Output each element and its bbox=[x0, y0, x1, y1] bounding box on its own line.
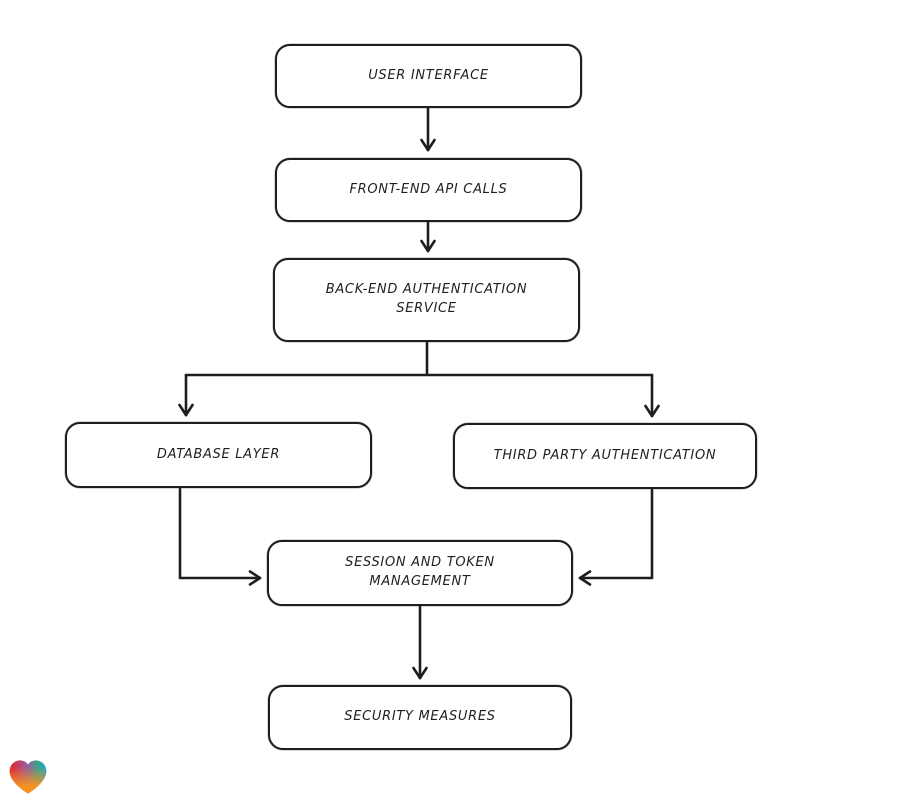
node-security-measures: SECURITY MEASURES bbox=[268, 685, 572, 750]
node-front-end-api-calls: FRONT-END API CALLS bbox=[275, 158, 582, 222]
node-third-party-authentication: THIRD PARTY AUTHENTICATION bbox=[453, 423, 757, 489]
node-session-and-token-management: SESSION AND TOKEN MANAGEMENT bbox=[267, 540, 573, 606]
heart-gradient-logo-icon bbox=[9, 760, 47, 794]
node-user-interface: USER INTERFACE bbox=[275, 44, 582, 108]
node-label: SECURITY MEASURES bbox=[344, 709, 496, 725]
edge-third-party-to-session-management bbox=[578, 488, 654, 586]
node-label: BACK-END AUTHENTICATION SERVICE bbox=[325, 282, 528, 316]
node-label: THIRD PARTY AUTHENTICATION bbox=[493, 447, 717, 463]
node-label: SESSION AND TOKEN MANAGEMENT bbox=[345, 555, 495, 589]
node-label: FRONT-END API CALLS bbox=[349, 181, 508, 197]
node-back-end-authentication-service: BACK-END AUTHENTICATION SERVICE bbox=[273, 258, 580, 342]
node-database-layer: DATABASE LAYER bbox=[65, 422, 372, 488]
node-label: DATABASE LAYER bbox=[156, 446, 281, 462]
edge-database-layer-to-session-management bbox=[178, 487, 262, 586]
node-label: USER INTERFACE bbox=[368, 67, 489, 83]
edge-branch-trunk bbox=[184, 340, 654, 377]
